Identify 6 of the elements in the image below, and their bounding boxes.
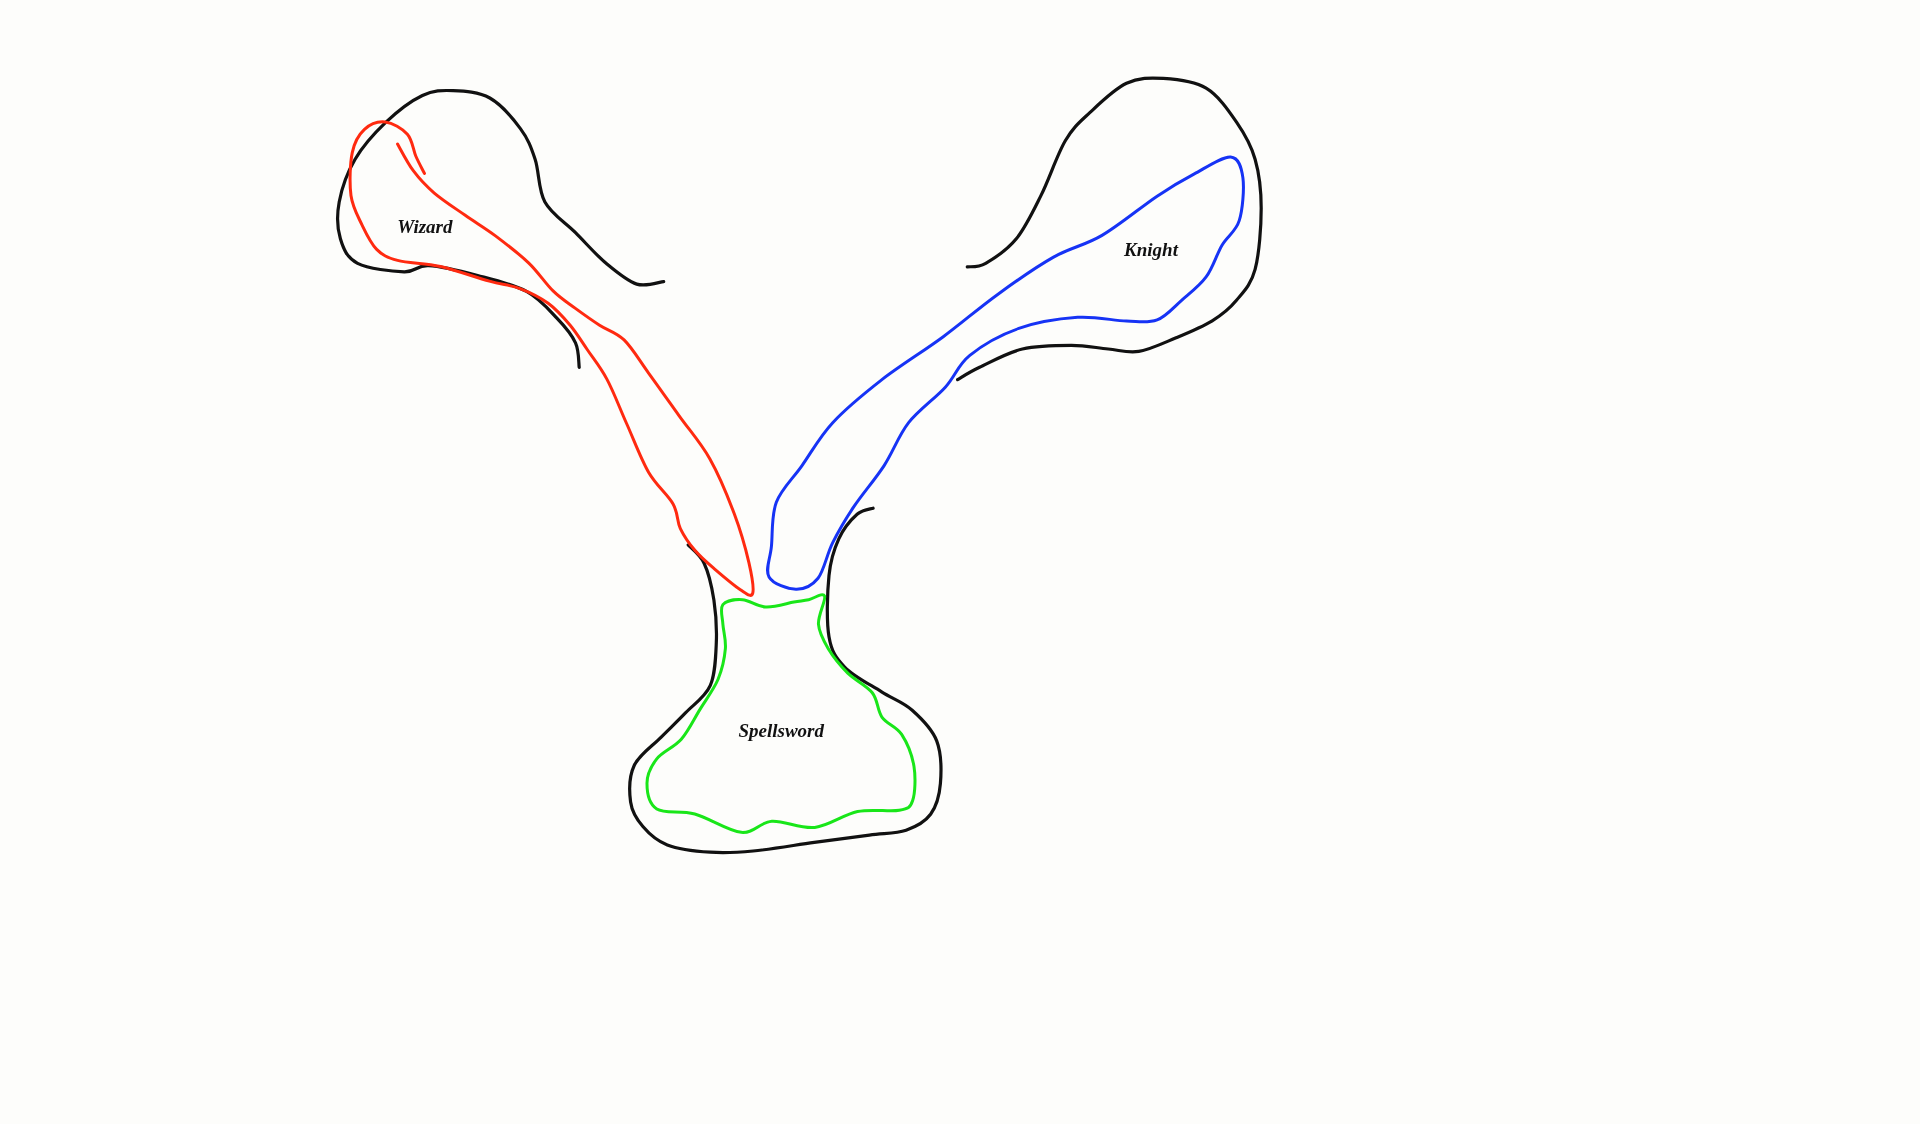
region-label: Wizard [397, 215, 453, 238]
region-outline [643, 593, 917, 836]
region-label: Knight [1124, 238, 1178, 261]
region-label: Spellsword [738, 720, 824, 742]
region-outline [765, 153, 1246, 592]
region-outline [348, 119, 757, 597]
